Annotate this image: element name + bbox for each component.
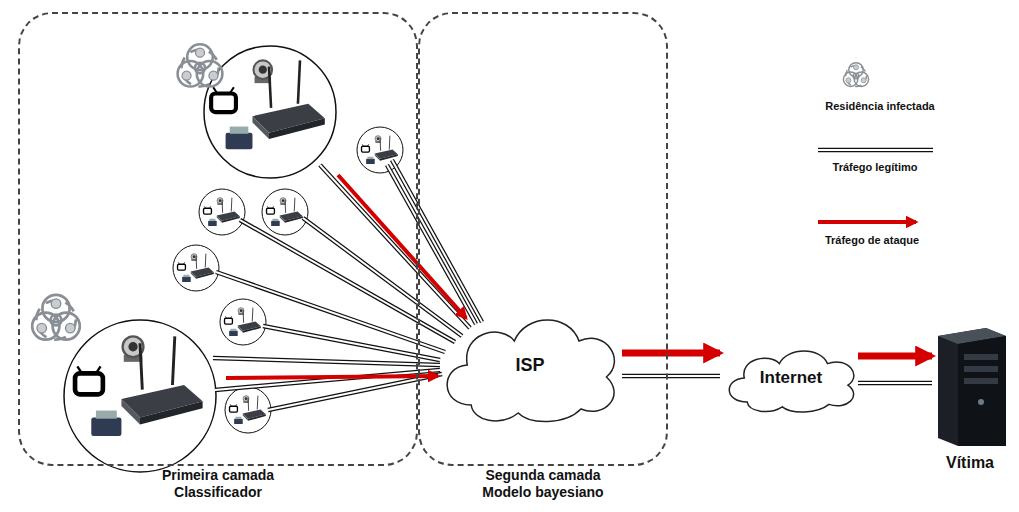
layer-title: Segunda camada Modelo bayesiano: [468, 467, 618, 501]
node-label: ISP: [515, 355, 544, 376]
layer-region: Segunda camada Modelo bayesianoISP: [418, 12, 668, 466]
attack-traffic-arrow: [858, 356, 932, 357]
legend-text: Residência infectada: [825, 100, 934, 112]
attack-traffic-arrow: [622, 353, 720, 354]
legit-traffic-line: [622, 376, 720, 377]
isp-cloud: ISP: [432, 305, 628, 425]
attack-arrow: [338, 175, 466, 318]
legit-traffic-line: [858, 383, 932, 384]
node-label: Internet: [760, 368, 822, 388]
residence: [32, 295, 216, 472]
victim-server: Vítima: [930, 322, 1010, 472]
legit-wire: [213, 160, 482, 410]
legend-attack-arrow: [818, 220, 916, 224]
residence-devices: [178, 136, 398, 424]
layer-region: Primeira camada Classificador: [18, 12, 418, 466]
legend-biohazard: [843, 63, 868, 87]
server-icon: [930, 322, 1010, 448]
cloud-outline: [718, 342, 864, 414]
legend-text: Tráfego legítimo: [833, 161, 918, 173]
attack-arrow: [226, 376, 438, 378]
node-label: Vítima: [930, 454, 1010, 472]
legend-text: Tráfego de ataque: [825, 234, 919, 246]
legend-legit-line: [818, 149, 933, 151]
legend-legit-line: [818, 148, 933, 153]
legit-wire: [213, 160, 482, 410]
internet-cloud: Internet: [718, 342, 864, 414]
residence: [178, 44, 336, 178]
cloud-outline: [432, 305, 628, 425]
layer-title: Primeira camada Classificador: [143, 467, 293, 501]
